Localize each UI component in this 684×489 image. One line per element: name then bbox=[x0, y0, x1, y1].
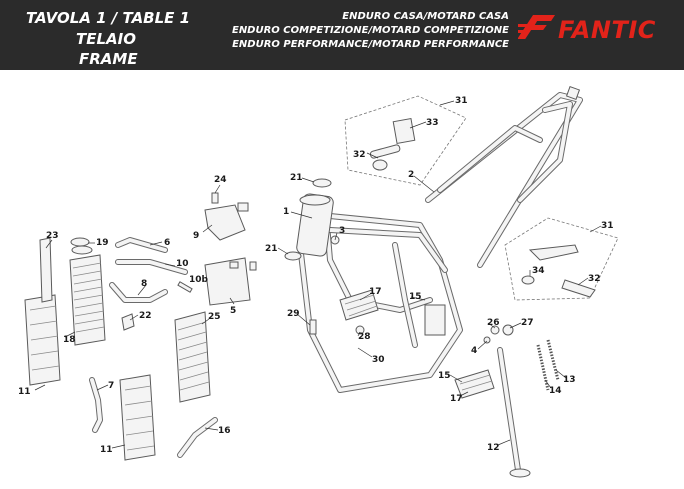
callout-10b: 10b bbox=[189, 275, 209, 285]
callout-9: 9 bbox=[193, 231, 199, 241]
coolant-hose-16 bbox=[177, 417, 218, 458]
upper-bracket-kit bbox=[369, 118, 416, 171]
main-frame bbox=[296, 193, 463, 393]
callout-30: 30 bbox=[372, 355, 385, 365]
callout-7: 7 bbox=[108, 381, 114, 391]
callout-16: 16 bbox=[218, 426, 231, 436]
callout-12: 12 bbox=[487, 443, 500, 453]
callout-19: 19 bbox=[96, 238, 109, 248]
callout-27: 27 bbox=[521, 318, 534, 328]
bearing-seal-upper bbox=[312, 178, 332, 188]
callout-34: 34 bbox=[532, 266, 545, 276]
callout-31-upper: 31 bbox=[455, 96, 468, 106]
callout-6: 6 bbox=[164, 238, 170, 248]
clip-24b bbox=[237, 202, 249, 212]
coolant-hose-8 bbox=[109, 282, 168, 303]
radiator-right bbox=[174, 311, 211, 403]
fantic-logo: FANTIC bbox=[518, 15, 656, 42]
clip-22 bbox=[121, 313, 135, 331]
washer-4 bbox=[483, 336, 491, 344]
callout-26: 26 bbox=[487, 318, 500, 328]
callout-11-left: 11 bbox=[18, 387, 31, 397]
section-title-en: FRAME bbox=[79, 50, 138, 68]
stand-spring-13 bbox=[546, 339, 560, 381]
callout-21-upper: 21 bbox=[290, 173, 303, 183]
stand-spring-14 bbox=[536, 344, 550, 391]
model-line-casa: ENDURO CASA/MOTARD CASA bbox=[342, 11, 509, 22]
radiator-bracket-23 bbox=[39, 237, 53, 303]
callout-32-upper: 32 bbox=[353, 150, 366, 160]
callout-15-upper: 15 bbox=[409, 292, 422, 302]
header-bar: TAVOLA 1 / TABLE 1 TELAIO FRAME ENDURO C… bbox=[0, 0, 684, 70]
callout-22: 22 bbox=[139, 311, 152, 321]
bolt-28 bbox=[355, 325, 365, 335]
subframe bbox=[425, 85, 583, 268]
leader-lines bbox=[34, 100, 602, 449]
footpeg-right bbox=[454, 369, 495, 399]
callout-5: 5 bbox=[230, 306, 236, 316]
bolt-26 bbox=[490, 325, 500, 335]
callout-25: 25 bbox=[208, 312, 221, 322]
callout-labels: 1 2 3 4 5 6 7 8 9 10 10b 11 11 12 13 14 … bbox=[18, 96, 614, 455]
coolant-hose-6 bbox=[115, 237, 168, 253]
radiator-left bbox=[69, 245, 106, 346]
callout-31-lower: 31 bbox=[601, 221, 614, 231]
radiator-grille-left bbox=[24, 294, 61, 386]
clip-24 bbox=[211, 192, 219, 204]
callout-15-lower: 15 bbox=[438, 371, 451, 381]
clip-29 bbox=[309, 319, 317, 335]
callout-8: 8 bbox=[141, 279, 147, 289]
callout-11-right: 11 bbox=[100, 445, 113, 455]
radiator-grille-right bbox=[119, 374, 156, 461]
bearing-seal-lower bbox=[284, 251, 302, 261]
callout-33: 33 bbox=[426, 118, 439, 128]
clip-tank bbox=[249, 261, 257, 271]
callout-4: 4 bbox=[471, 346, 477, 356]
callout-1: 1 bbox=[283, 207, 289, 217]
callout-29: 29 bbox=[287, 309, 300, 319]
callout-10: 10 bbox=[176, 259, 189, 269]
callout-14: 14 bbox=[549, 386, 562, 396]
callout-17-upper: 17 bbox=[369, 287, 382, 297]
callout-2: 2 bbox=[408, 170, 414, 180]
section-title-it: TELAIO bbox=[76, 30, 136, 48]
tank-bracket-9 bbox=[204, 204, 246, 241]
lower-bracket-kit bbox=[521, 244, 596, 298]
kit-31-box-lower bbox=[504, 217, 619, 301]
coolant-hose-10 bbox=[115, 259, 188, 275]
kit-31-box-upper bbox=[344, 95, 467, 186]
table-title: TAVOLA 1 / TABLE 1 bbox=[26, 9, 191, 27]
callout-32-lower: 32 bbox=[588, 274, 601, 284]
callout-17-lower: 17 bbox=[450, 394, 463, 404]
callout-3: 3 bbox=[339, 226, 345, 236]
radiator-cap-19 bbox=[70, 237, 90, 247]
callout-23: 23 bbox=[46, 231, 59, 241]
callout-18: 18 bbox=[63, 335, 76, 345]
coolant-hose-7 bbox=[89, 377, 103, 433]
brand-wordmark: FANTIC bbox=[558, 16, 656, 42]
callout-21-lower: 21 bbox=[265, 244, 278, 254]
callout-13: 13 bbox=[563, 375, 576, 385]
callout-24: 24 bbox=[214, 175, 227, 185]
footpeg-left bbox=[339, 289, 379, 321]
side-stand bbox=[497, 347, 531, 478]
pipe-10b bbox=[177, 281, 193, 293]
expansion-tank bbox=[204, 257, 251, 306]
callout-28: 28 bbox=[358, 332, 371, 342]
nut-27 bbox=[502, 324, 514, 336]
model-line-competizione: ENDURO COMPETIZIONE/MOTARD COMPETIZIONE bbox=[231, 25, 509, 36]
model-line-performance: ENDURO PERFORMANCE/MOTARD PERFORMANCE bbox=[232, 39, 509, 50]
exploded-frame-diagram: 1 2 3 4 5 6 7 8 9 10 10b 11 11 12 13 14 … bbox=[18, 85, 619, 478]
